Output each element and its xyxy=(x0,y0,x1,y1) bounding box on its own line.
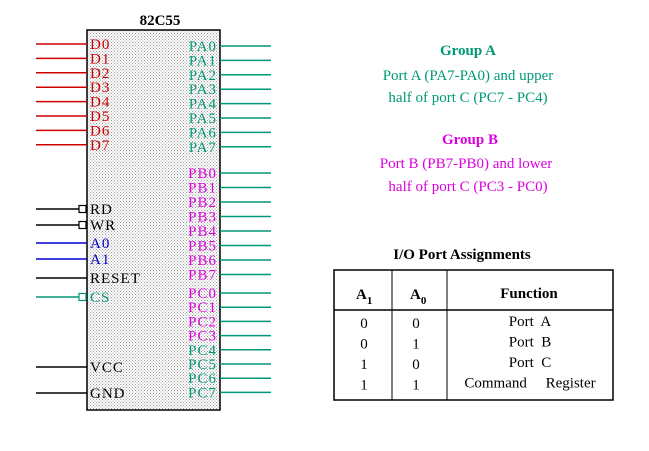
table-row: 0 0 Port A xyxy=(360,314,551,332)
pin-pc5-label: PC5 xyxy=(188,357,217,373)
pin-d6-label: D6 xyxy=(90,123,110,139)
pin-pb0-label: PB0 xyxy=(188,166,217,182)
cell-a1: 1 xyxy=(360,378,368,394)
pin-pb7-label: PB7 xyxy=(188,268,217,284)
pin-d3-label: D3 xyxy=(90,80,110,96)
pin-d7-label: D7 xyxy=(90,138,110,154)
pin-a0-label: A0 xyxy=(90,236,110,252)
pin-pb3-label: PB3 xyxy=(188,210,217,226)
cell-function: Command Register xyxy=(464,376,595,392)
pin-d4-label: D4 xyxy=(90,95,110,111)
pin-pa1-label: PA1 xyxy=(189,53,217,69)
pin-pb5-label: PB5 xyxy=(188,239,217,255)
cell-function: Port B xyxy=(509,335,552,351)
cell-a0: 1 xyxy=(412,378,420,394)
pin-pc3-label: PC3 xyxy=(188,329,217,345)
pin-pb1-label: PB1 xyxy=(188,181,217,197)
cell-a1: 1 xyxy=(360,357,368,373)
chip-body xyxy=(86,29,221,411)
pin-pb4-label: PB4 xyxy=(188,224,217,240)
cell-a1: 0 xyxy=(360,316,368,332)
cell-a0: 0 xyxy=(412,316,420,332)
pin-rd-label: RD xyxy=(90,202,113,218)
pin-pc7-label: PC7 xyxy=(188,385,217,401)
pin-reset-label: RESET xyxy=(90,271,141,287)
group-b-line2: half of port C (PC3 - PC0) xyxy=(388,179,547,195)
pin-d1-label: D1 xyxy=(90,51,110,67)
pin-pa7-label: PA7 xyxy=(189,140,217,156)
group-a-line1: Port A (PA7-PA0) and upper xyxy=(383,68,554,84)
col-header-a1: A1 xyxy=(356,287,372,307)
pin-pa4-label: PA4 xyxy=(189,97,217,113)
pin-wr-label: WR xyxy=(90,218,116,234)
pin-rd-inversion-bubble xyxy=(78,204,87,214)
group-a-line2: half of port C (PC7 - PC4) xyxy=(388,90,547,106)
pin-d2-label: D2 xyxy=(90,66,110,82)
pin-gnd-label: GND xyxy=(90,386,126,402)
chip-title: 82C55 xyxy=(140,13,181,29)
cell-a0: 0 xyxy=(412,357,420,373)
pin-wr-inversion-bubble xyxy=(78,220,87,230)
pin-pc1-label: PC1 xyxy=(188,300,217,316)
pin-pc4-label: PC4 xyxy=(188,343,217,359)
pin-pa0-label: PA0 xyxy=(189,39,217,55)
pin-cs-inversion-bubble xyxy=(78,292,87,302)
pin-pb6-label: PB6 xyxy=(188,253,217,269)
pin-pb2-label: PB2 xyxy=(188,195,217,211)
col-header-a0: A0 xyxy=(410,287,427,307)
pin-a1-label: A1 xyxy=(90,252,110,268)
group-b-line1: Port B (PB7-PB0) and lower xyxy=(380,156,553,172)
table-row: 1 1 Command Register xyxy=(360,376,595,394)
table-title: I/O Port Assignments xyxy=(393,247,531,263)
cell-a1: 0 xyxy=(360,337,368,353)
table-row: 1 0 Port C xyxy=(360,355,551,373)
group-b-heading: Group B xyxy=(442,132,498,148)
pin-pa6-label: PA6 xyxy=(189,125,217,141)
pin-d5-label: D5 xyxy=(90,109,110,125)
pin-pa2-label: PA2 xyxy=(189,68,217,84)
pin-pc6-label: PC6 xyxy=(188,371,217,387)
pin-d0-label: D0 xyxy=(90,37,110,53)
pin-pa3-label: PA3 xyxy=(189,82,217,98)
table-row: 0 1 Port B xyxy=(360,335,551,353)
cell-function: Port C xyxy=(509,355,552,371)
pin-pa5-label: PA5 xyxy=(189,111,217,127)
cell-function: Port A xyxy=(509,314,552,330)
pin-pc0-label: PC0 xyxy=(188,286,217,302)
pin-pc2-label: PC2 xyxy=(188,314,217,330)
group-a-heading: Group A xyxy=(440,43,496,59)
cell-a0: 1 xyxy=(412,337,420,353)
pin-cs-label: CS xyxy=(90,290,110,306)
col-header-function: Function xyxy=(500,286,558,302)
pin-vcc-label: VCC xyxy=(90,360,124,376)
